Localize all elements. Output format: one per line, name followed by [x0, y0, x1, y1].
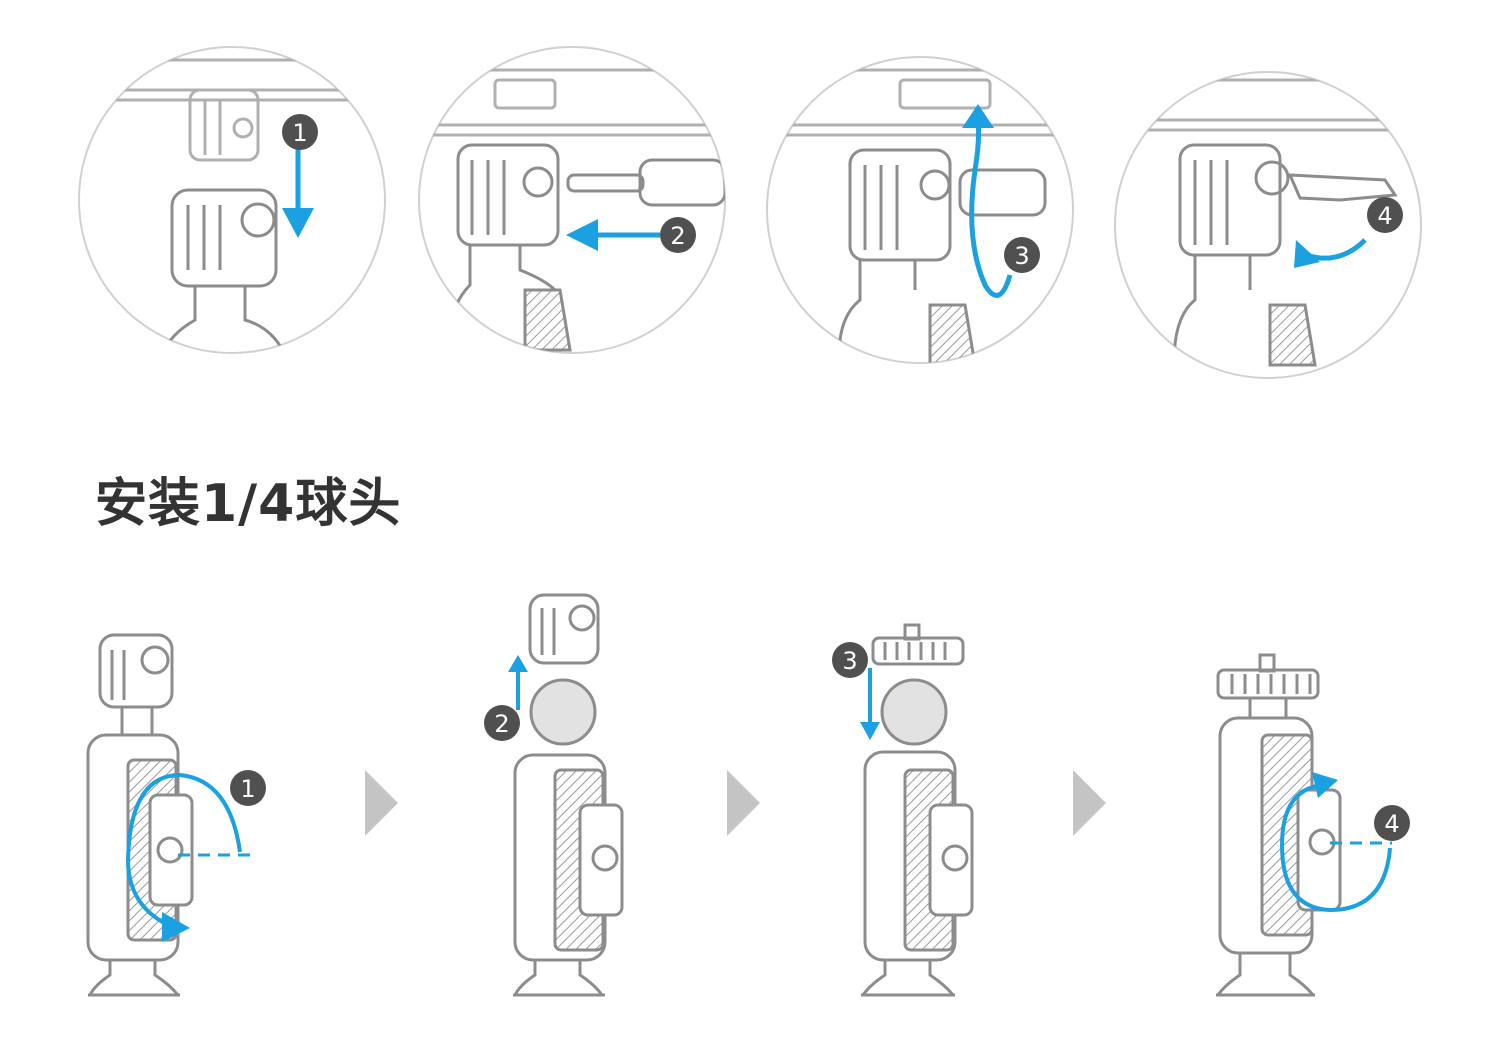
- chevron-right-icon: [727, 770, 760, 836]
- step-number: 2: [670, 222, 685, 250]
- step-number: 2: [494, 710, 509, 738]
- top-step-4-illustration: 4: [1114, 71, 1422, 379]
- step-badge: [230, 770, 266, 806]
- top-step-3-illustration: 3: [766, 56, 1074, 364]
- chevron-right-icon: [1073, 770, 1106, 836]
- step-badge: [282, 114, 318, 150]
- section-title: 安装1/4球头: [95, 474, 402, 534]
- bottom-step-1-illustration: [86, 633, 255, 997]
- bottom-step-4-illustration: [1216, 653, 1392, 997]
- step-badge: [1367, 197, 1403, 233]
- top-step-1-illustration: 1: [78, 46, 386, 354]
- step-badge: [660, 217, 696, 253]
- step-number: 3: [842, 647, 857, 675]
- step-badge: [1004, 237, 1040, 273]
- step-badge: [1374, 805, 1410, 841]
- top-step-2-illustration: 2: [418, 46, 726, 354]
- step-number: 1: [240, 775, 255, 803]
- chevron-right-icon: [365, 770, 398, 836]
- bottom-step-3-illustration: [860, 623, 974, 997]
- bottom-step-2-illustration: [508, 593, 624, 997]
- step-badge: [832, 642, 868, 678]
- step-number: 1: [292, 119, 307, 147]
- step-number: 3: [1014, 242, 1029, 270]
- step-badge: [484, 705, 520, 741]
- step-number: 4: [1384, 810, 1399, 838]
- step-number: 4: [1377, 202, 1392, 230]
